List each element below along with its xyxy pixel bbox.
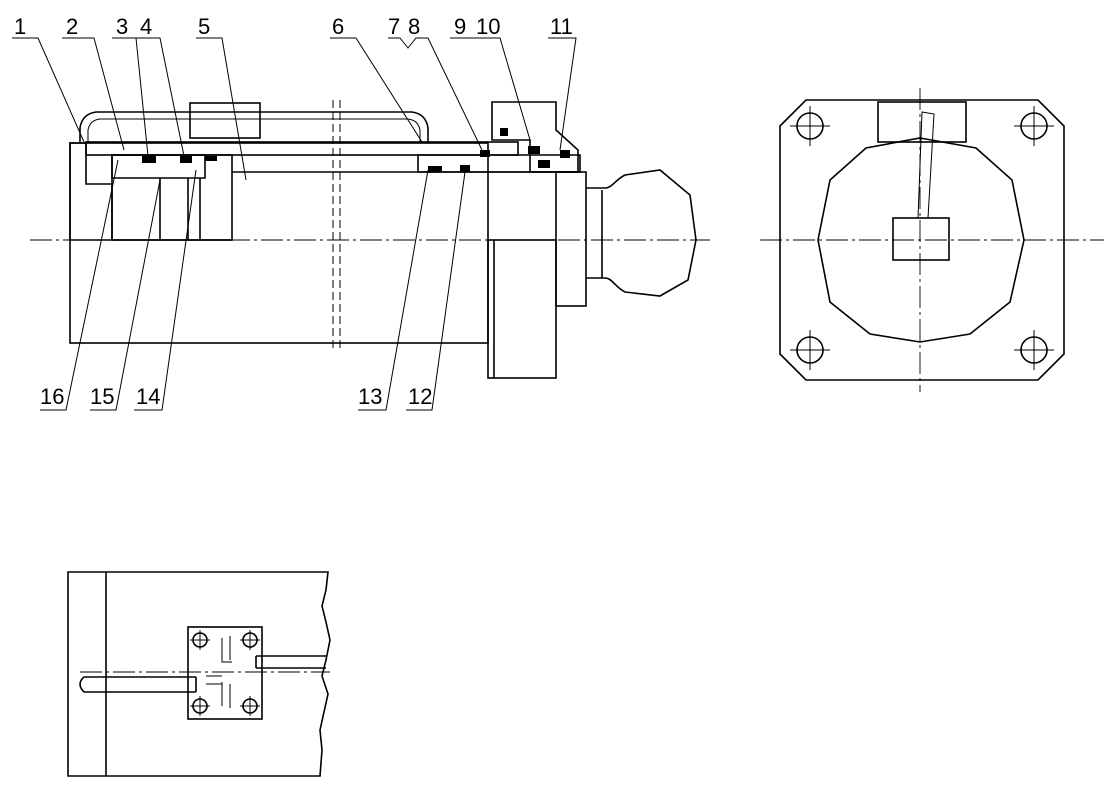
end-view — [760, 88, 1104, 392]
label-14: 14 — [136, 384, 160, 409]
label-15: 15 — [90, 384, 114, 409]
seal-9 — [528, 146, 540, 154]
oil-channel-lower — [79, 676, 197, 693]
label-8: 8 — [408, 14, 420, 39]
seal-8 — [480, 150, 490, 157]
end-view-body — [817, 137, 1025, 343]
cylinder-section-view — [30, 100, 710, 379]
mount-bolt-holes — [190, 630, 260, 716]
label-7: 7 — [388, 14, 400, 39]
piston-section — [111, 154, 206, 179]
piston — [111, 154, 233, 241]
mounting-block — [187, 626, 263, 720]
seal-11 — [560, 150, 570, 158]
seal-10 — [538, 160, 550, 168]
cylinder-outline — [69, 142, 489, 344]
seal-12 — [460, 165, 470, 172]
label-5: 5 — [198, 14, 210, 39]
label-3: 3 — [116, 14, 128, 39]
end-view-rod-square — [892, 217, 950, 261]
label-12: 12 — [408, 384, 432, 409]
seal-4 — [180, 156, 192, 163]
seal-14 — [205, 156, 217, 161]
seal-7 — [500, 128, 508, 136]
piston-rod — [555, 171, 587, 307]
end-cap-section — [69, 142, 113, 241]
barrel-wall-section — [85, 141, 519, 156]
label-2: 2 — [66, 14, 78, 39]
flange-lower — [487, 239, 557, 379]
pipe-clamp — [189, 102, 261, 139]
mounting-detail-view — [67, 571, 331, 777]
gland-section — [417, 154, 581, 173]
label-13: 13 — [358, 384, 382, 409]
label-9: 9 — [454, 14, 466, 39]
end-view-port-boss — [877, 101, 967, 143]
bolt-holes — [790, 106, 1054, 370]
seal-13 — [428, 166, 442, 172]
label-10: 10 — [476, 14, 500, 39]
seal-3 — [142, 156, 156, 163]
part-labels: 1 2 3 4 5 6 7 8 9 10 11 12 13 14 15 16 — [14, 14, 573, 409]
label-11: 11 — [550, 14, 573, 39]
leader-lines — [12, 37, 577, 411]
label-1: 1 — [14, 14, 26, 39]
end-view-square-flange — [779, 99, 1065, 381]
label-4: 4 — [140, 14, 152, 39]
oil-pipe — [79, 111, 429, 142]
oil-channel-upper — [255, 655, 326, 669]
label-16: 16 — [40, 384, 64, 409]
mounting-plate-outline — [67, 571, 331, 777]
label-6: 6 — [332, 14, 344, 39]
